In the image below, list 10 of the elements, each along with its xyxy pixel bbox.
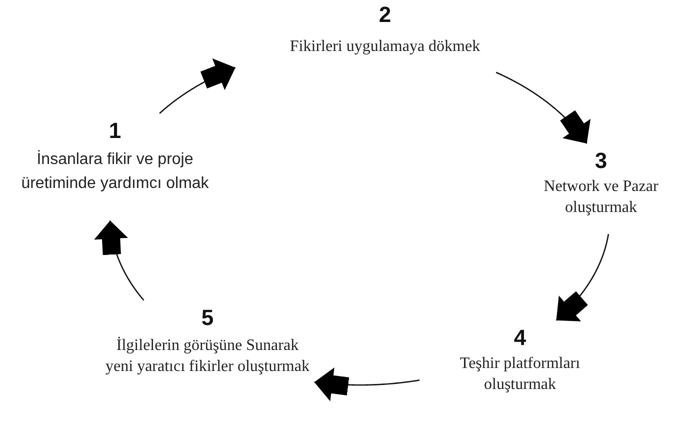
- step-number: 3: [594, 148, 608, 174]
- step-number: 4: [514, 325, 526, 351]
- step-text: Fikirleri uygulamaya dökmek: [290, 37, 480, 57]
- step-text: Network ve Pazar oluşturmak: [542, 177, 660, 218]
- step-text: İnsanlara fikir ve proje üretiminde yardımcı olmak: [20, 149, 210, 194]
- step-number: 1: [108, 118, 122, 144]
- step-number: 5: [201, 305, 214, 331]
- step-text: İlgilelerin görüşüne Sunarak yeni yaratıcı fikirler oluşturmak: [105, 336, 310, 377]
- step-text: Teşhir platformları oluşturmak: [458, 354, 582, 395]
- step-number: 2: [378, 2, 392, 28]
